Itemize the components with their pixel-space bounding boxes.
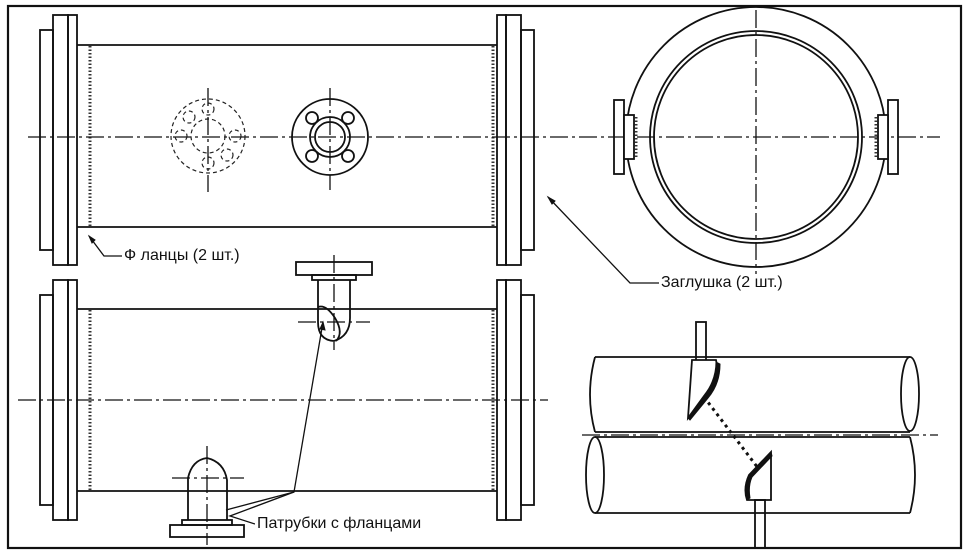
hidden-bolt-hole <box>201 102 215 116</box>
hidden-bolt-hole <box>174 129 188 143</box>
top-left-flange-inner <box>67 14 78 266</box>
end-view-nozzle-left-pipe <box>623 114 635 160</box>
leader-nozzles-arrow-upper <box>319 320 326 331</box>
hidden-bolt-hole <box>220 148 234 162</box>
iso-upper-pipe-left-end <box>589 356 596 433</box>
leader-nozzles <box>228 321 324 525</box>
top-right-flange-inner <box>496 14 507 266</box>
hidden-bolt-hole <box>228 129 242 143</box>
end-view <box>613 6 899 275</box>
hidden-bolt-hole <box>182 110 196 124</box>
top-left-flange <box>52 14 69 266</box>
isometric-sketch <box>582 321 938 549</box>
leader-plug <box>547 196 659 284</box>
leader-flanges-arrow <box>87 234 96 244</box>
top-pipe-view <box>28 14 940 266</box>
bolt-hole <box>305 149 319 163</box>
iso-nozzle-connection <box>702 396 760 469</box>
top-right-flange-outer <box>520 29 535 251</box>
iso-lower-nozzle-stem <box>754 499 766 549</box>
nozzles-label: Патрубки с фланцами <box>255 515 424 533</box>
iso-lower-nozzle-shadow <box>744 450 773 501</box>
flanges-label: Ф ланцы (2 шт.) <box>122 247 242 265</box>
leader-nozzles-lower <box>225 491 295 511</box>
iso-lower-pipe-right-end <box>909 436 916 514</box>
hidden-nozzle-flange <box>170 98 246 174</box>
iso-lower-pipe-left-end <box>585 436 605 514</box>
upper-nozzle-cut <box>317 305 341 342</box>
top-right-flange <box>505 14 522 266</box>
iso-upper-nozzle-shadow <box>687 361 721 421</box>
drawing-frame <box>6 4 963 550</box>
end-view-nozzle-right-pipe <box>877 114 889 160</box>
upper-nozzle-pipe <box>317 280 351 342</box>
leader-plug-arrow <box>546 195 556 205</box>
plug-label: Заглушка (2 шт.) <box>659 274 785 292</box>
top-left-flange-outer <box>39 29 54 251</box>
leader-lines <box>87 195 659 525</box>
leader-flanges <box>88 235 122 257</box>
bolt-hole <box>341 111 355 125</box>
bolt-hole <box>341 149 355 163</box>
iso-upper-nozzle-stem <box>695 321 707 363</box>
bottom-pipe-view <box>18 255 548 545</box>
bolt-hole <box>305 111 319 125</box>
iso-upper-pipe-right-end <box>900 356 920 432</box>
